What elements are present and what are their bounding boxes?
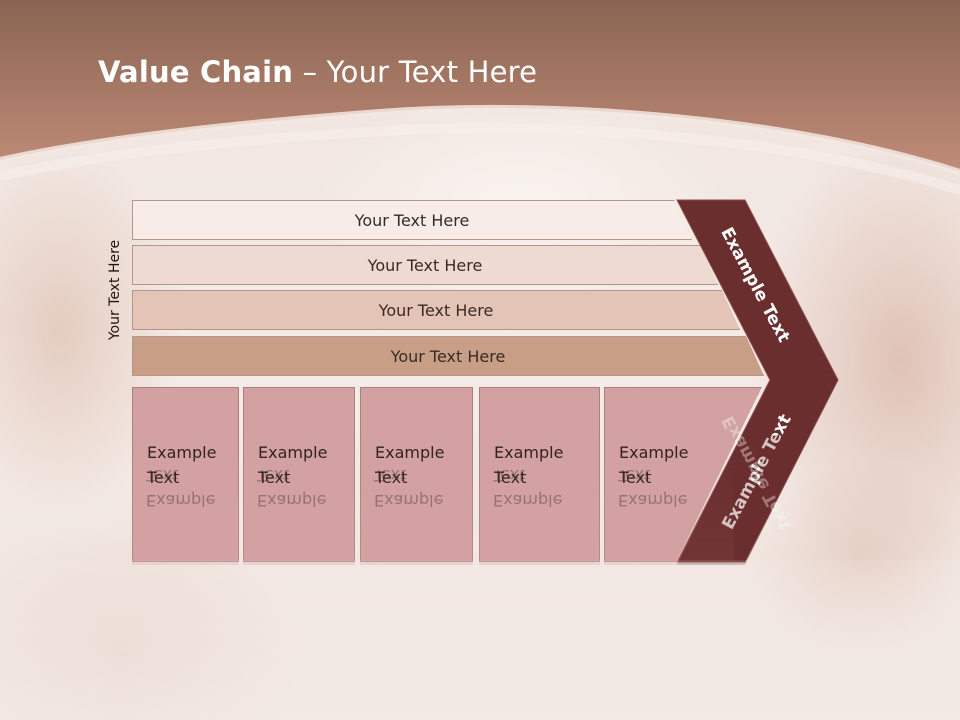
column-2-line1: Example	[258, 443, 328, 462]
column-4-line1: Example	[494, 443, 564, 462]
support-bar-2: Your Text Here	[132, 245, 718, 285]
title-bold: Value Chain	[98, 55, 294, 89]
support-bar-3: Your Text Here	[132, 290, 740, 330]
column-5-line2: Text	[619, 468, 652, 487]
support-bar-1-label: Your Text Here	[354, 210, 470, 230]
support-bar-4-label: Your Text Here	[390, 346, 506, 366]
support-bar-1: Your Text Here	[132, 200, 692, 240]
support-bar-3-label: Your Text Here	[378, 300, 494, 320]
column-3-line1: Example	[375, 443, 445, 462]
slide-title: Value Chain – Your Text Here	[98, 55, 537, 89]
column-5-line1: Example	[619, 443, 689, 462]
title-rest: – Your Text Here	[293, 55, 538, 89]
column-2-line2: Text	[258, 468, 291, 487]
header-band	[0, 0, 960, 195]
column-1-line2: Text	[147, 468, 180, 487]
support-bar-4: Your Text Here	[132, 336, 764, 376]
column-4-line2: Text	[494, 468, 527, 487]
column-1-line1: Example	[147, 443, 217, 462]
support-bar-2-label: Your Text Here	[367, 255, 483, 275]
column-3-line2: Text	[375, 468, 408, 487]
